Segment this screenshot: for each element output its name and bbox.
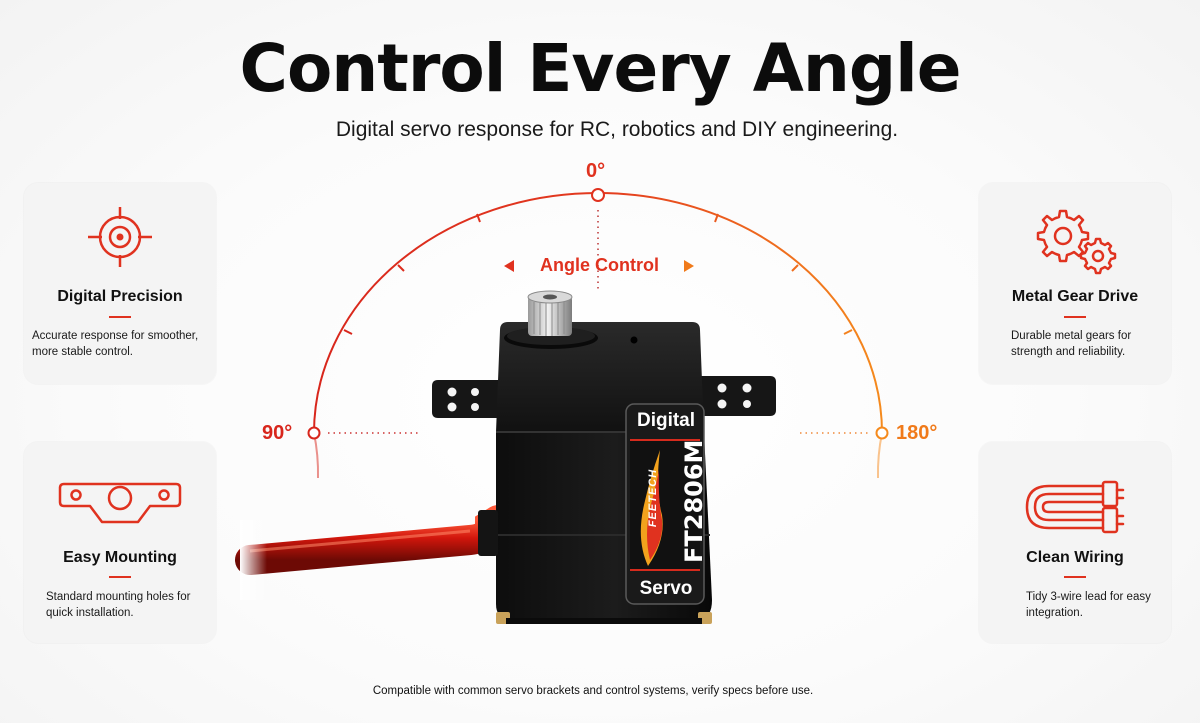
- page-title: Control Every Angle: [239, 30, 962, 107]
- feature-description: Tidy 3-wire lead for easy integration.: [1026, 591, 1151, 619]
- feature-title: Digital Precision: [57, 288, 183, 305]
- footer-disclaimer: Compatible with common servo brackets an…: [372, 685, 814, 697]
- accent-divider: [1064, 576, 1086, 578]
- mounting-bracket-icon: [24, 478, 216, 528]
- feature-card-metal-gear-drive: Metal Gear Drive Durable metal gears for…: [979, 183, 1171, 384]
- servo-label-digital: Digital: [636, 410, 696, 431]
- accent-divider: [109, 576, 131, 578]
- feature-description: Accurate response for smoother, more sta…: [32, 330, 199, 358]
- arrow-right-icon: [684, 260, 694, 272]
- servo-model-number: FT2806M: [680, 439, 708, 563]
- feature-description: Standard mounting holes for quick instal…: [46, 591, 191, 619]
- servo-brand-logo: FEETECH: [647, 468, 659, 528]
- marker-0: [591, 188, 605, 202]
- gears-icon: [979, 205, 1171, 277]
- page-subtitle: Digital servo response for RC, robotics …: [335, 118, 899, 141]
- crosshair-icon: [24, 205, 216, 269]
- feature-title: Metal Gear Drive: [1011, 288, 1139, 305]
- angle-label-0: 0°: [586, 160, 606, 182]
- arc-ticks: [343, 213, 853, 335]
- feature-card-digital-precision: Digital Precision Accurate response for …: [24, 183, 216, 384]
- accent-divider: [109, 316, 131, 318]
- angle-label-90: 90°: [262, 422, 293, 444]
- accent-divider: [1064, 316, 1086, 318]
- servo-product: [432, 290, 776, 624]
- feature-description: Durable metal gears for strength and rel…: [1011, 330, 1132, 358]
- feature-card-easy-mounting: Easy Mounting Standard mounting holes fo…: [24, 442, 216, 643]
- servo-label-servo: Servo: [639, 578, 693, 599]
- feature-card-clean-wiring: Clean Wiring Tidy 3-wire lead for easy i…: [979, 442, 1171, 643]
- wire-loop-icon: [979, 478, 1171, 536]
- marker-90: [307, 426, 321, 440]
- feature-title: Clean Wiring: [1026, 549, 1124, 566]
- feature-title: Easy Mounting: [63, 549, 177, 566]
- marker-180: [875, 426, 889, 440]
- servo-wire: [235, 505, 513, 600]
- arrow-left-icon: [504, 260, 514, 272]
- angle-control-label: Angle Control: [540, 255, 659, 275]
- angle-label-180: 180°: [896, 422, 938, 444]
